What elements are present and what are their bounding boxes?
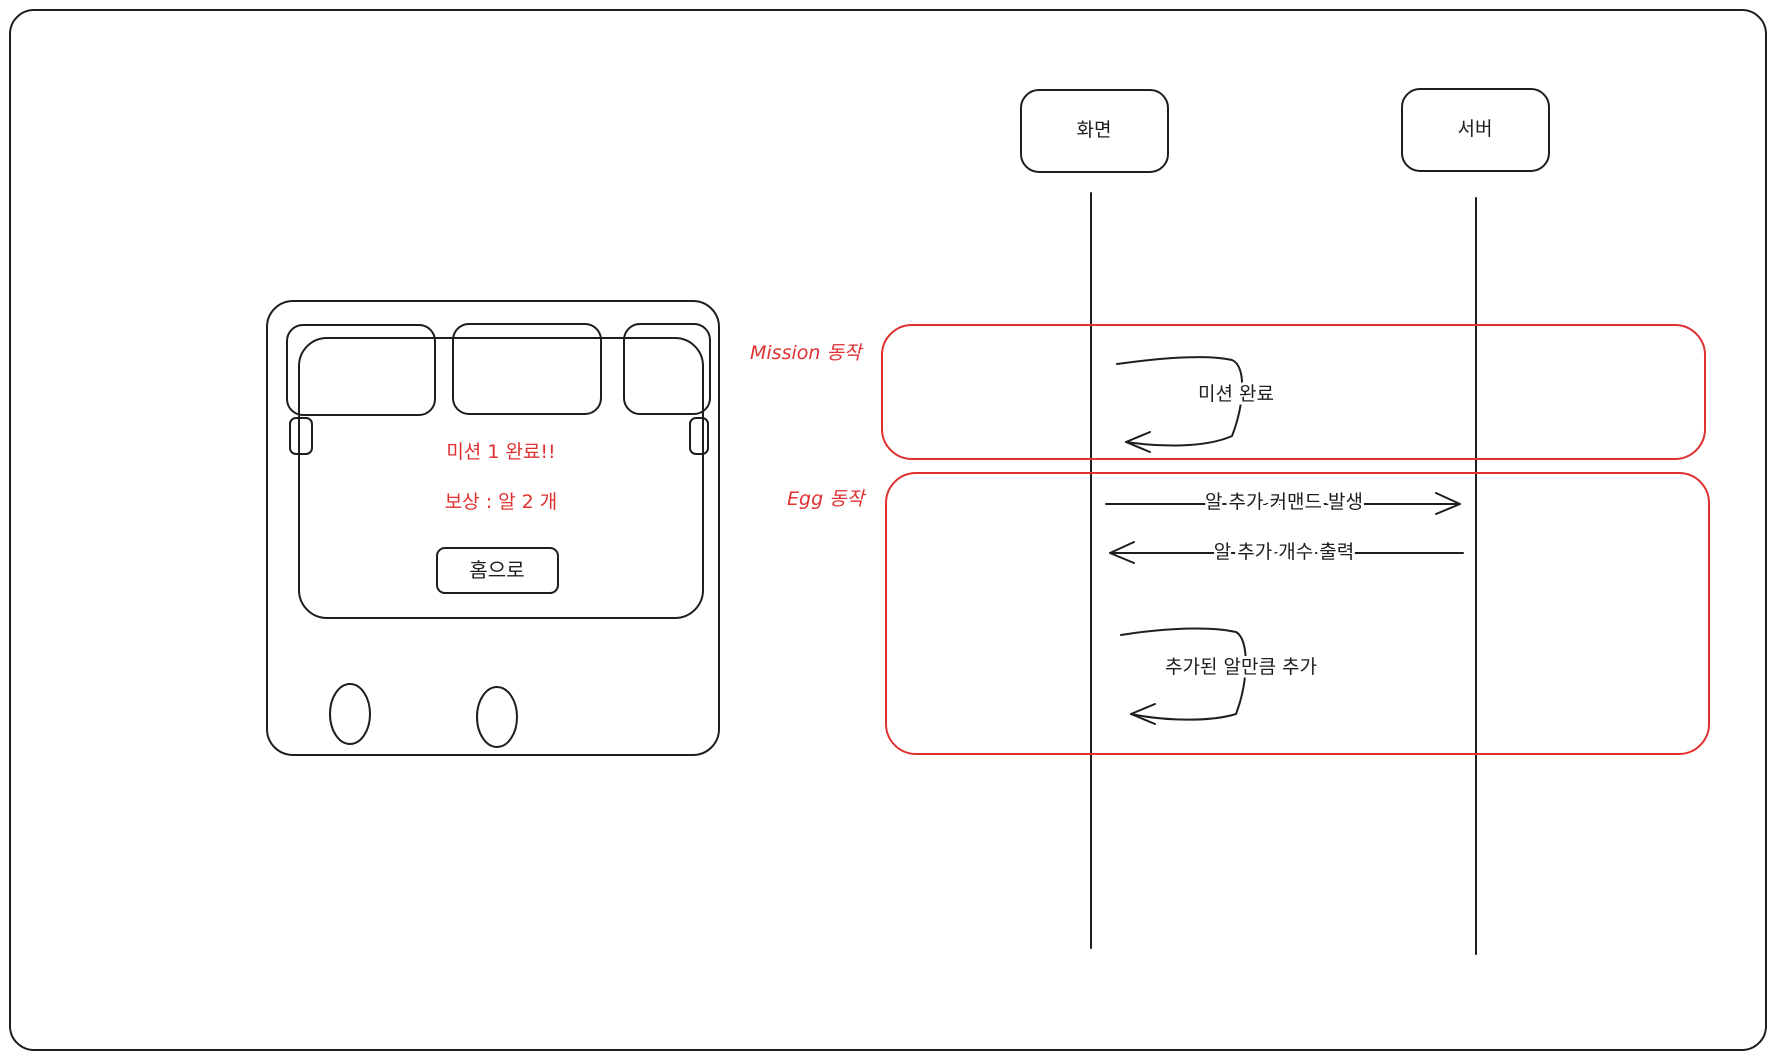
participant-server-label: 서버 bbox=[1458, 118, 1493, 140]
bottom-circle-right bbox=[476, 686, 518, 748]
home-button-frame[interactable] bbox=[436, 547, 559, 594]
outer-frame bbox=[9, 9, 1767, 1051]
home-button[interactable]: 홈으로 bbox=[436, 547, 559, 594]
participant-server: 서버 bbox=[1401, 88, 1550, 172]
msg-egg-add-command: 알 추가 커맨드 발생 bbox=[1205, 491, 1363, 513]
participant-screen: 화면 bbox=[1020, 89, 1169, 173]
msg-egg-count-output: 알 추가 개수 출력 bbox=[1214, 541, 1354, 563]
participant-screen-label: 화면 bbox=[1077, 119, 1112, 141]
bottom-circle-left bbox=[329, 683, 371, 745]
arrowhead-egg-add-command bbox=[1435, 492, 1461, 515]
self-loop-mission-complete bbox=[1116, 356, 1244, 447]
participant-screen-box bbox=[1020, 89, 1169, 173]
mission-popup bbox=[298, 337, 704, 619]
section-box-mission bbox=[881, 324, 1706, 460]
popup-reward: 보상 : 알 2 개 bbox=[445, 491, 558, 513]
phone-mockup: 미션 1 완료!! 보상 : 알 2 개 홈으로 bbox=[266, 300, 720, 756]
phone-frame bbox=[266, 300, 720, 756]
bg-tab-right bbox=[689, 417, 709, 455]
section-box-egg bbox=[885, 472, 1710, 755]
arrowhead-add-by-amount bbox=[1130, 703, 1156, 725]
bg-tile-right bbox=[623, 323, 711, 415]
section-label-egg: Egg 동작 bbox=[787, 488, 867, 510]
popup-title: 미션 1 완료!! bbox=[446, 441, 555, 463]
arrowhead-egg-count-output bbox=[1109, 541, 1135, 564]
bg-tile-middle bbox=[452, 323, 602, 415]
msg-mission-complete: 미션 완료 bbox=[1198, 383, 1274, 405]
arrowhead-mission-complete bbox=[1125, 431, 1151, 453]
bg-tile-left bbox=[286, 324, 436, 416]
self-loop-add-by-amount bbox=[1120, 627, 1247, 721]
home-button-label[interactable]: 홈으로 bbox=[469, 558, 524, 582]
section-label-mission: Mission 동작 bbox=[750, 342, 864, 364]
participant-server-box bbox=[1401, 88, 1550, 172]
bg-tab-left bbox=[289, 417, 313, 455]
msg-add-by-amount: 추가된 알만큼 추가 bbox=[1165, 656, 1317, 678]
